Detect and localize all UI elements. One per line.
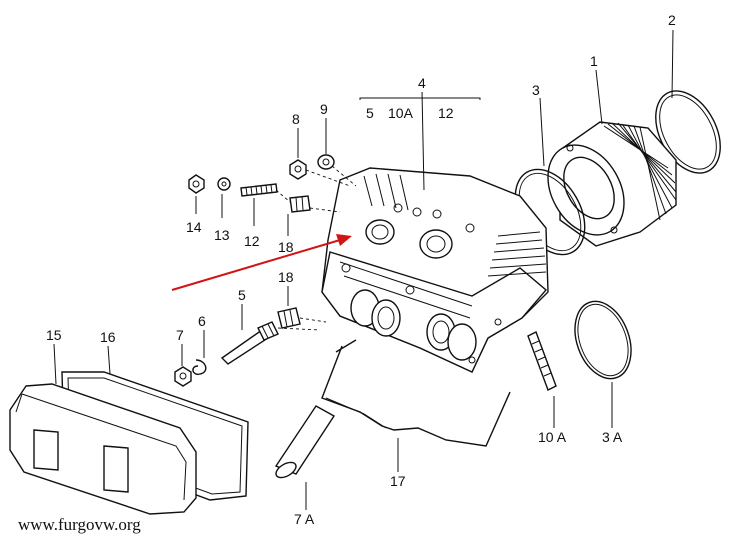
label-10a-top: 10A: [388, 105, 414, 121]
label-10a: 10 A: [538, 429, 567, 445]
label-7a: 7 A: [294, 511, 315, 527]
label-18-lower: 18: [278, 269, 294, 285]
label-13: 13: [214, 227, 230, 243]
label-17: 17: [390, 473, 406, 489]
label-14: 14: [186, 219, 202, 235]
label-4: 4: [418, 75, 426, 91]
part-7-nut: [174, 366, 192, 387]
assembly-lines: [275, 165, 357, 331]
part-10a-stud: [527, 331, 557, 391]
label-2: 2: [668, 12, 676, 28]
label-3a: 3 A: [602, 429, 623, 445]
part-13-washer: [217, 177, 231, 191]
label-12-top: 12: [438, 105, 454, 121]
part-6-clip: [192, 359, 207, 375]
label-8: 8: [292, 111, 300, 127]
label-18-top: 18: [278, 239, 294, 255]
part-8-nut: [289, 159, 307, 180]
part-17-wire-clip: [321, 339, 511, 447]
part-12-stud: [240, 183, 278, 197]
label-12: 12: [244, 233, 260, 249]
label-7: 7: [176, 327, 184, 343]
label-15: 15: [46, 327, 62, 343]
label-16: 16: [100, 329, 116, 345]
red-pointer-arrow: [171, 234, 352, 291]
part-18-sleeve-lower: [277, 307, 301, 329]
label-5-top: 5: [366, 105, 374, 121]
watermark-text: www.furgovw.org: [18, 515, 141, 534]
part-18-sleeve: [289, 195, 311, 213]
part-7a-tube: [274, 405, 335, 479]
label-1: 1: [590, 53, 598, 69]
part-1-cylinder: [547, 121, 677, 247]
label-5: 5: [238, 287, 246, 303]
label-3: 3: [532, 82, 540, 98]
part-labels: 2 1 3 4 5 10A 12 8 9 14 13 12 18 18 5 7 …: [46, 12, 676, 527]
part-5-rocker-stud: [220, 321, 279, 365]
part-4-cylinder-head: [321, 167, 549, 373]
label-6: 6: [198, 313, 206, 329]
part-15-valve-cover: [9, 383, 197, 515]
leader-lines: [53, 29, 674, 510]
part-9-washer: [317, 154, 335, 170]
label-9: 9: [320, 101, 328, 117]
part-14-nut: [188, 174, 205, 194]
part-3a-ring: [574, 300, 632, 380]
